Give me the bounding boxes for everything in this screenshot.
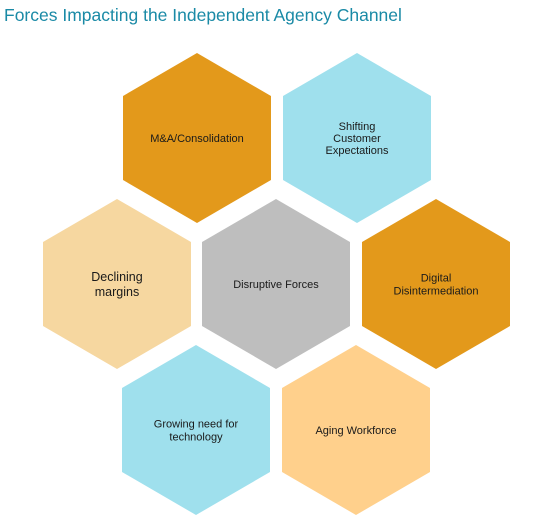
hex-label-line: Customer [333,133,381,145]
page-title: Forces Impacting the Independent Agency … [4,5,402,25]
hex-label-line: Growing need for [154,418,239,430]
hex-label-line: Disruptive Forces [233,279,319,291]
hex-mid-right-shape [362,199,510,369]
hex-mid-left-shape [43,199,191,369]
hex-bottom-right-shape [282,345,430,515]
hex-label-line: Expectations [326,145,389,157]
hex-top-right-shape [283,53,431,223]
hex-label-line: technology [169,431,223,443]
hex-top-left-label: M&A/Consolidation [150,133,244,145]
hex-label-line: Disintermediation [394,285,479,297]
hex-top-left-shape [123,53,271,223]
hex-center-shape [202,199,350,369]
hex-bottom-right-label: Aging Workforce [315,425,396,437]
hex-label-line: Aging Workforce [315,425,396,437]
hex-label-line: Shifting [339,121,376,133]
hex-label-line: margins [95,285,139,299]
hex-label-line: Declining [91,270,142,284]
hex-center-label: Disruptive Forces [233,279,319,291]
hex-bottom-right: Aging Workforce [282,345,430,515]
hex-label-line: Digital [421,272,452,284]
hex-label-line: M&A/Consolidation [150,133,244,145]
hex-center: Disruptive Forces [202,199,350,369]
hex-top-left: M&A/Consolidation [123,53,271,223]
hex-bottom-left-shape [122,345,270,515]
